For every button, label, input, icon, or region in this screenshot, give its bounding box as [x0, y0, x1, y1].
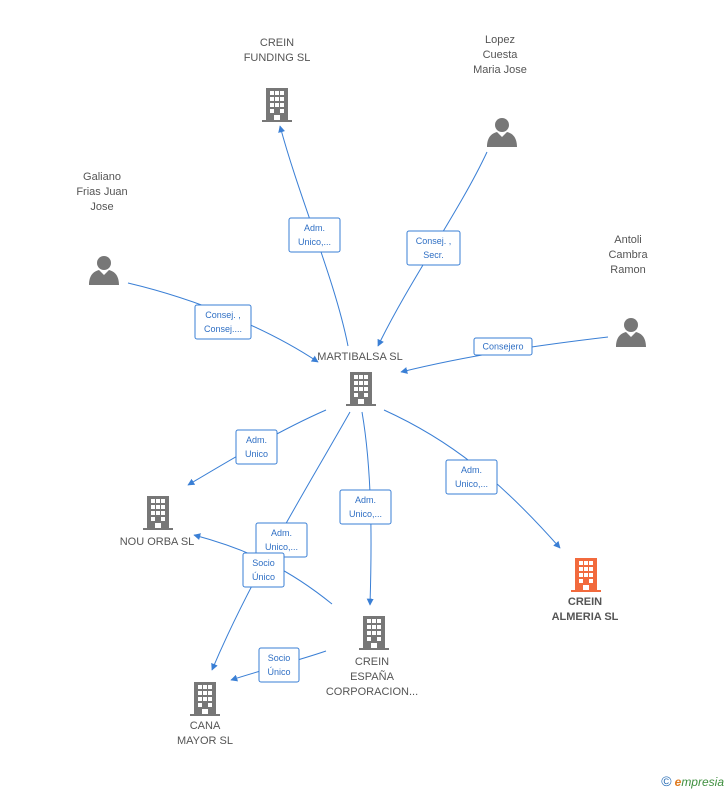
edge-label-text: Adm. — [271, 528, 292, 538]
node-label: Maria Jose — [473, 64, 527, 76]
edge-label-text: Adm. — [304, 223, 325, 233]
building-icon — [359, 616, 389, 650]
person-icon — [616, 318, 646, 347]
edge-galiano-martibalsa: Consej. , Consej.... — [127, 282, 319, 363]
edge-label-rect — [242, 552, 285, 588]
node-label: Cambra — [608, 249, 648, 261]
edge-martibalsa-cana_mayor: Adm. Unico,... — [211, 411, 351, 671]
edge-label-box[interactable]: Adm. Unico,... — [288, 217, 341, 253]
node-label: ESPAÑA — [350, 670, 394, 683]
edge-label-text: Único — [252, 572, 275, 582]
edge-label-text: Unico,... — [265, 542, 298, 552]
edge-label-rect — [258, 647, 300, 683]
edge-label-box[interactable]: Adm. Unico,... — [445, 459, 498, 495]
edge-label-rect — [339, 489, 392, 525]
node-label: Lopez — [485, 34, 515, 46]
node-label: ALMERIA SL — [552, 611, 619, 623]
edge-label-text: Unico,... — [349, 509, 382, 519]
edge-martibalsa-nou_orba: Adm. Unico — [187, 409, 327, 486]
node-martibalsa[interactable]: MARTIBALSA SL — [317, 351, 403, 406]
edge-martibalsa-crein_funding: Adm. Unico,... — [278, 125, 349, 347]
edge-label-box[interactable]: Consej. , Secr. — [406, 230, 461, 266]
edge-label-text: Consej. , — [205, 310, 241, 320]
edge-label-rect — [235, 429, 278, 465]
node-nou_orba[interactable]: NOU ORBA SL — [120, 496, 195, 548]
edge-label-rect — [194, 304, 252, 340]
edge-label-text: Unico — [245, 449, 268, 459]
building-icon — [190, 682, 220, 716]
node-label: MAYOR SL — [177, 735, 233, 747]
node-label: MARTIBALSA SL — [317, 351, 402, 363]
edge-label-rect — [406, 230, 461, 266]
brand-initial: e — [674, 775, 682, 789]
edge-label-text: Unico,... — [298, 237, 331, 247]
building-icon — [346, 372, 376, 406]
brand-name: mpresia — [681, 775, 724, 789]
edge-label-rect — [445, 459, 498, 495]
person-icon — [89, 256, 119, 285]
edge-label-text: Único — [267, 667, 290, 677]
node-crein_funding[interactable]: CREIN FUNDING SL — [244, 37, 311, 122]
edge-label-rect — [473, 337, 533, 356]
edge-label-box[interactable]: Consej. , Consej.... — [194, 304, 252, 340]
node-label: CREIN — [260, 37, 294, 49]
edge-label-text: Consej. , — [416, 236, 452, 246]
node-label: CANA — [190, 720, 221, 732]
edge-label-box[interactable]: Consejero — [473, 337, 533, 356]
building-icon — [143, 496, 173, 530]
edge-label-text: Adm. — [461, 465, 482, 475]
node-label: Ramon — [610, 264, 645, 276]
node-label: Frias Juan — [76, 186, 127, 198]
edge-label-text: Secr. — [423, 250, 444, 260]
edge-label-text: Consejero — [482, 342, 523, 352]
edge-label-text: Adm. — [355, 495, 376, 505]
node-label: Cuesta — [483, 49, 519, 61]
node-label: Jose — [90, 201, 113, 213]
edge-label-text: Socio — [252, 558, 275, 568]
copyright-icon: © — [661, 773, 672, 789]
edge-label-text: Socio — [268, 653, 291, 663]
node-label: CREIN — [568, 596, 602, 608]
edge-label-rect — [288, 217, 341, 253]
node-label: NOU ORBA SL — [120, 536, 195, 548]
node-crein_almeria[interactable]: CREIN ALMERIA SL — [552, 558, 619, 623]
edge-martibalsa-crein_espana: Adm. Unico,... — [339, 411, 392, 606]
edge-label-box[interactable]: Adm. Unico,... — [255, 522, 308, 558]
building-icon — [262, 88, 292, 122]
node-crein_espana[interactable]: CREIN ESPAÑA CORPORACION... — [326, 616, 418, 698]
edge-label-box[interactable]: Adm. Unico,... — [339, 489, 392, 525]
node-label: FUNDING SL — [244, 52, 311, 64]
node-label: CORPORACION... — [326, 686, 418, 698]
edge-martibalsa-crein_almeria: Adm. Unico,... — [383, 409, 561, 549]
edge-label-text: Adm. — [246, 435, 267, 445]
node-label: Galiano — [83, 171, 121, 183]
node-cana_mayor[interactable]: CANA MAYOR SL — [177, 682, 233, 747]
edge-label-text: Unico,... — [455, 479, 488, 489]
node-label: CREIN — [355, 656, 389, 668]
edge-antoli-martibalsa: Consejero — [400, 336, 609, 374]
copyright-brand[interactable]: ©empresia — [661, 773, 724, 789]
edge-label-text: Consej.... — [204, 324, 242, 334]
building-icon — [571, 558, 601, 592]
edge-label-box[interactable]: Adm. Unico — [235, 429, 278, 465]
edge-lopez-martibalsa: Consej. , Secr. — [377, 151, 488, 347]
node-label: Antoli — [614, 234, 642, 246]
person-icon — [487, 118, 517, 147]
